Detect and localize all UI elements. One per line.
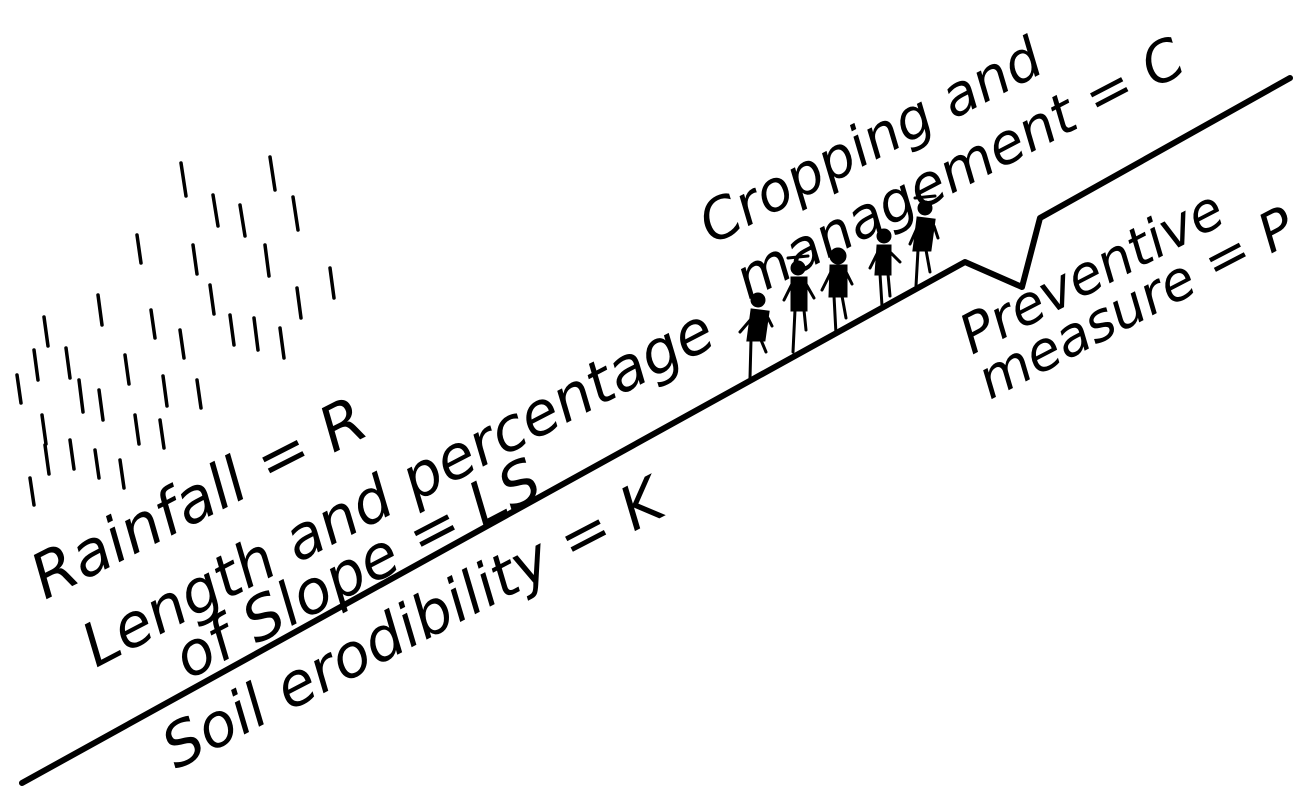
person-figure (908, 194, 940, 288)
slope-line (19, 75, 1293, 786)
rain-streaks (15, 155, 336, 507)
person-figure (782, 254, 816, 354)
people-figures (738, 194, 940, 380)
person-figure (868, 228, 902, 308)
person-figure (820, 247, 854, 336)
person-figure (738, 292, 774, 380)
